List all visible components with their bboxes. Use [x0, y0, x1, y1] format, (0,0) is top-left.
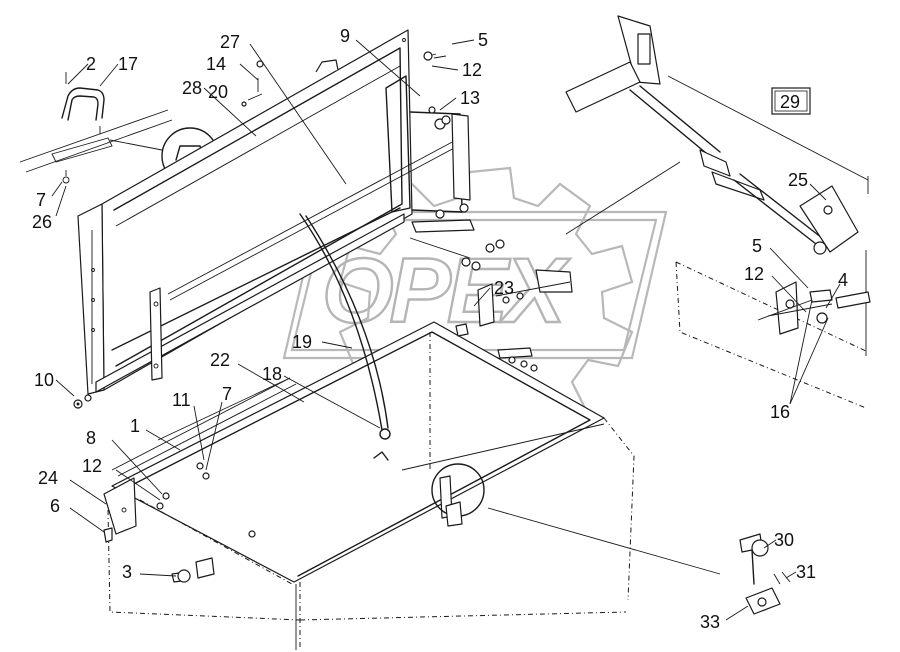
callout-26: 26: [32, 212, 52, 232]
callout-16: 16: [770, 402, 790, 422]
callout-33: 33: [700, 612, 720, 632]
center-hardware: [409, 219, 573, 527]
callout-1: 1: [130, 416, 140, 436]
callout-12-top: 12: [462, 60, 482, 80]
left-hardware: [73, 51, 469, 583]
callout-4: 4: [838, 270, 848, 290]
callout-10: 10: [34, 370, 54, 390]
callout-20: 20: [208, 82, 228, 102]
callout-6: 6: [50, 496, 60, 516]
side-panel: [675, 250, 871, 409]
callout-18: 18: [262, 364, 282, 384]
callout-5-top: 5: [478, 30, 488, 50]
box-body: [103, 321, 635, 650]
callout-31: 31: [796, 562, 816, 582]
callout-9: 9: [340, 26, 350, 46]
callout-30: 30: [774, 530, 794, 550]
cable: [299, 213, 391, 461]
callout-12-left: 12: [82, 456, 102, 476]
callout-23: 23: [494, 278, 514, 298]
callout-24: 24: [38, 468, 58, 488]
boxed-callout-29: 29: [771, 87, 811, 115]
callouts: 2 17 28 14 20 27 9 5 12 13 7 26 10 11 7 …: [32, 26, 848, 632]
gas-strut: [565, 15, 869, 255]
lock-detail: [487, 507, 791, 615]
boxed-callout-label: 29: [780, 92, 800, 112]
callout-12-right: 12: [744, 264, 764, 284]
callout-17: 17: [118, 54, 138, 74]
callout-25: 25: [788, 170, 808, 190]
callout-3: 3: [122, 562, 132, 582]
callout-7-mid: 7: [222, 384, 232, 404]
callout-13: 13: [460, 88, 480, 108]
callout-22: 22: [210, 350, 230, 370]
callout-27: 27: [220, 32, 240, 52]
callout-5-right: 5: [752, 236, 762, 256]
watermark-text: OPEX: [322, 240, 570, 342]
callout-2: 2: [86, 54, 96, 74]
callout-28: 28: [182, 78, 202, 98]
callout-19: 19: [292, 332, 312, 352]
callout-11: 11: [172, 390, 191, 410]
callout-14: 14: [206, 54, 226, 74]
callout-7-left: 7: [36, 190, 46, 210]
callout-8: 8: [86, 428, 96, 448]
opex-watermark: OPEX: [282, 166, 668, 452]
leader-lines: [51, 39, 841, 621]
